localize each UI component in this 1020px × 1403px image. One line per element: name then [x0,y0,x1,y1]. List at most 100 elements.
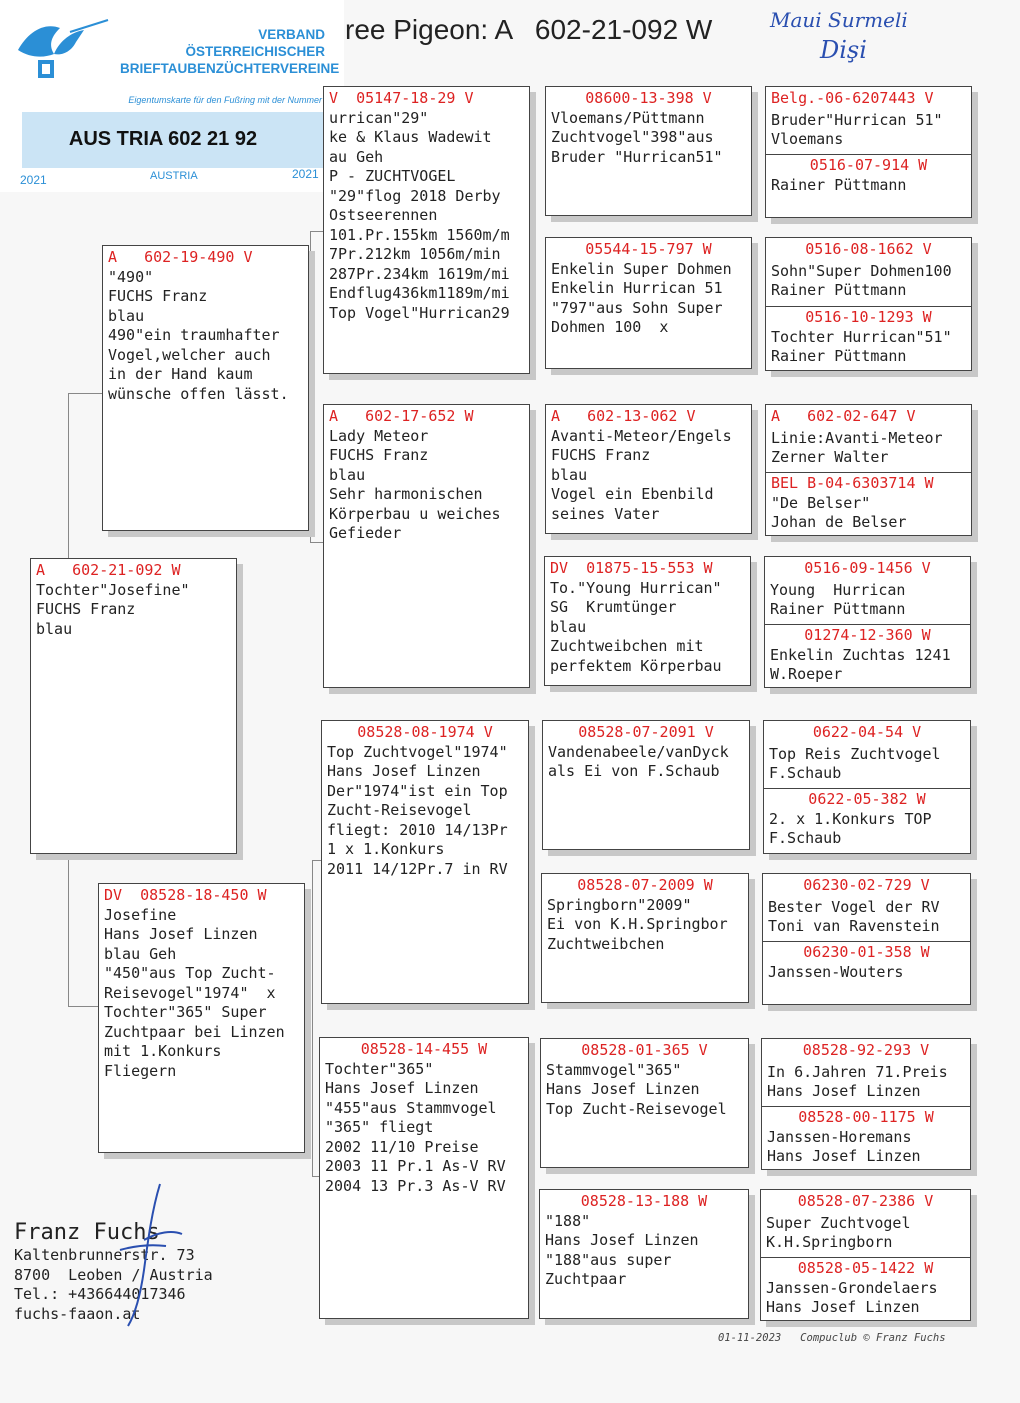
info-line: F.Schaub [769,829,842,847]
info-line: blau [329,465,366,484]
info-line: K.H.Springborn [766,1233,893,1251]
info-line: Vandenabeele/vanDyck [548,742,729,761]
ring-number: A 602-13-062 V [551,407,696,425]
info-line: 2002 11/10 Preise [325,1137,479,1156]
info-line: Janssen-Grondelaers [766,1278,938,1297]
ancestor-pair-card: 08528-07-2386 V Super Zuchtvogel K.H.Spr… [760,1189,971,1321]
info-line: 1 x 1.Konkurs [327,840,445,858]
ring-number: 08528-08-1974 V [357,723,493,741]
info-line: Körperbau u weiches [329,504,501,523]
connector-line [310,231,324,543]
info-line: 490"ein traumhafter [108,326,280,344]
card-year-right: 2021 [292,167,319,181]
info-line: Bruder"Hurrican 51" [771,110,943,129]
info-line: Top Zuchtvogel"1974" [327,742,508,761]
ancestor-sub-card: 06230-01-358 W Janssen-Wouters [763,941,970,983]
info-line: Rainer Püttmann [771,175,907,194]
info-line: Der"1974"ist ein Top [327,781,508,800]
ring-number: 08528-01-365 V [581,1041,708,1059]
info-line: Ostseerennen [329,206,438,224]
info-line: 2004 13 Pr.3 As-V RV [325,1176,506,1195]
info-line: Sehr harmonischen [329,485,483,503]
info-line: Vloemans [771,130,844,148]
info-line: Tochter"Josefine" [36,580,190,599]
owner-line: fuchs-faaon.at [14,1304,141,1323]
ring-number: 0516-07-914 W [809,156,928,174]
handwritten-note-name: Maui Surmeli [770,8,908,32]
info-line: Tochter"365" Super [104,1003,267,1021]
info-line: Enkelin Hurrican 51 [551,279,723,297]
ring-number: Belg.-06-6207443 V [771,89,934,107]
ancestor-card: 08528-01-365 V Stammvogel"365" Hans Jose… [540,1038,749,1168]
ring-number: 06230-01-358 W [803,943,930,961]
ancestor-card: 08528-07-2009 W Springborn"2009" Ei von … [541,873,749,1003]
info-line: Ei von K.H.Springbor [547,915,728,933]
info-line: "490" [108,267,154,286]
ancestor-sub-card: 01274-12-360 W Enkelin Zuchtas 1241 W.Ro… [765,624,970,686]
info-line: Hans Josef Linzen [545,1231,699,1249]
info-line: 2003 11 Pr.1 As-V RV [325,1157,506,1175]
info-line: Hans Josef Linzen [767,1147,921,1165]
ancestor-sub-card: BEL B-04-6303714 W "De Belser" Johan de … [766,472,971,534]
info-line: Top Vogel"Hurrican29 [329,303,510,322]
ancestor-pair-card: A 602-02-647 V Linie:Avanti-Meteor Zerne… [765,404,972,536]
info-line: Zucht-Reisevogel [327,801,472,819]
info-line: Lady Meteor [329,426,429,445]
ancestor-sub-card: 0622-05-382 W 2. x 1.Konkurs TOP F.Schau… [764,788,970,850]
info-line: "29"flog 2018 Derby [329,186,501,205]
info-line: blau [36,619,73,638]
info-line: Zuchtpaar bei Linzen [104,1022,285,1041]
ring-number: 0516-08-1662 V [805,240,932,258]
ring-number: DV 01875-15-553 W [550,559,713,577]
grandsire-paternal-card: V 05147-18-29 V urrican"29" ke & Klaus W… [323,86,530,374]
ring-number-band [22,112,326,168]
owner-name: Franz Fuchs [14,1220,160,1245]
owner-address: Franz Fuchs Kaltenbrunnerstr. 73 8700 Le… [14,1220,213,1324]
info-line: Dohmen 100 x [551,318,669,336]
info-line: Zuchtvogel"398"aus [551,128,714,146]
info-line: fliegt: 2010 14/13Pr [327,820,508,839]
footer-credit: 01-11-2023 Compuclub © Franz Fuchs [718,1332,946,1344]
info-line: FUCHS Franz [108,287,208,305]
info-line: To."Young Hurrican" [550,578,722,597]
info-line: "455"aus Stammvogel [325,1098,497,1117]
ownership-note: Eigentumskarte für den Fußring mit der N… [128,95,322,105]
ring-number: A 602-19-490 V [108,248,253,266]
connector-line [68,393,103,559]
ancestor-pair-card: 0516-08-1662 V Sohn"Super Dohmen100 Rain… [765,237,972,371]
ring-number: 08528-07-2009 W [577,876,713,894]
info-line: Zuchtpaar [545,1270,627,1288]
info-line: wünsche offen lässt. [108,384,289,403]
connector-line [68,846,99,1007]
info-line: Hans Josef Linzen [767,1082,921,1100]
info-line: blau Geh [104,944,177,963]
info-line: "188" [545,1211,591,1230]
info-line: "188"aus super [545,1250,672,1269]
info-line: Johan de Belser [771,513,907,531]
granddam-maternal-card: 08528-14-455 W Tochter"365" Hans Josef L… [319,1037,529,1319]
handwritten-note-sex: Dişi [820,36,867,64]
mother-card: DV 08528-18-450 W Josefine Hans Josef Li… [98,883,305,1153]
association-name: VERBAND ÖSTERREICHISCHER BRIEFTAUBENZÜCH… [120,27,340,76]
ring-number: 08528-13-188 W [580,1192,708,1210]
ring-number: 08600-13-398 V [585,89,712,107]
info-line: SG Krumtünger [550,598,677,616]
ancestor-card: 08528-13-188 W "188" Hans Josef Linzen "… [539,1189,749,1319]
subject-pigeon-card: A 602-21-092 W Tochter"Josefine" FUCHS F… [30,558,237,854]
info-line: FUCHS Franz [329,446,429,464]
info-line: Hans Josef Linzen [327,762,481,780]
granddam-paternal-card: A 602-17-652 W Lady Meteor FUCHS Franz b… [323,404,530,688]
father-card: A 602-19-490 V "490" FUCHS Franz blau 49… [102,245,309,531]
info-line: Hans Josef Linzen [766,1298,920,1316]
info-line: Zerner Walter [771,448,889,466]
grandsire-maternal-card: 08528-08-1974 V Top Zuchtvogel"1974" Han… [321,720,529,1004]
info-line: "De Belser" [771,493,871,512]
owner-line: 8700 Leoben / Austria [14,1265,213,1284]
card-country: AUSTRIA [150,170,198,182]
ring-number: A 602-17-652 W [329,407,474,425]
ancestor-pair-card: 0622-04-54 V Top Reis Zuchtvogel F.Schau… [763,720,971,854]
ancestor-card: A 602-13-062 V Avanti-Meteor/Engels FUCH… [545,404,752,534]
info-line: Young Hurrican [770,580,906,599]
info-line: Rainer Püttmann [771,281,907,299]
info-line: In 6.Jahren 71.Preis [767,1062,948,1081]
